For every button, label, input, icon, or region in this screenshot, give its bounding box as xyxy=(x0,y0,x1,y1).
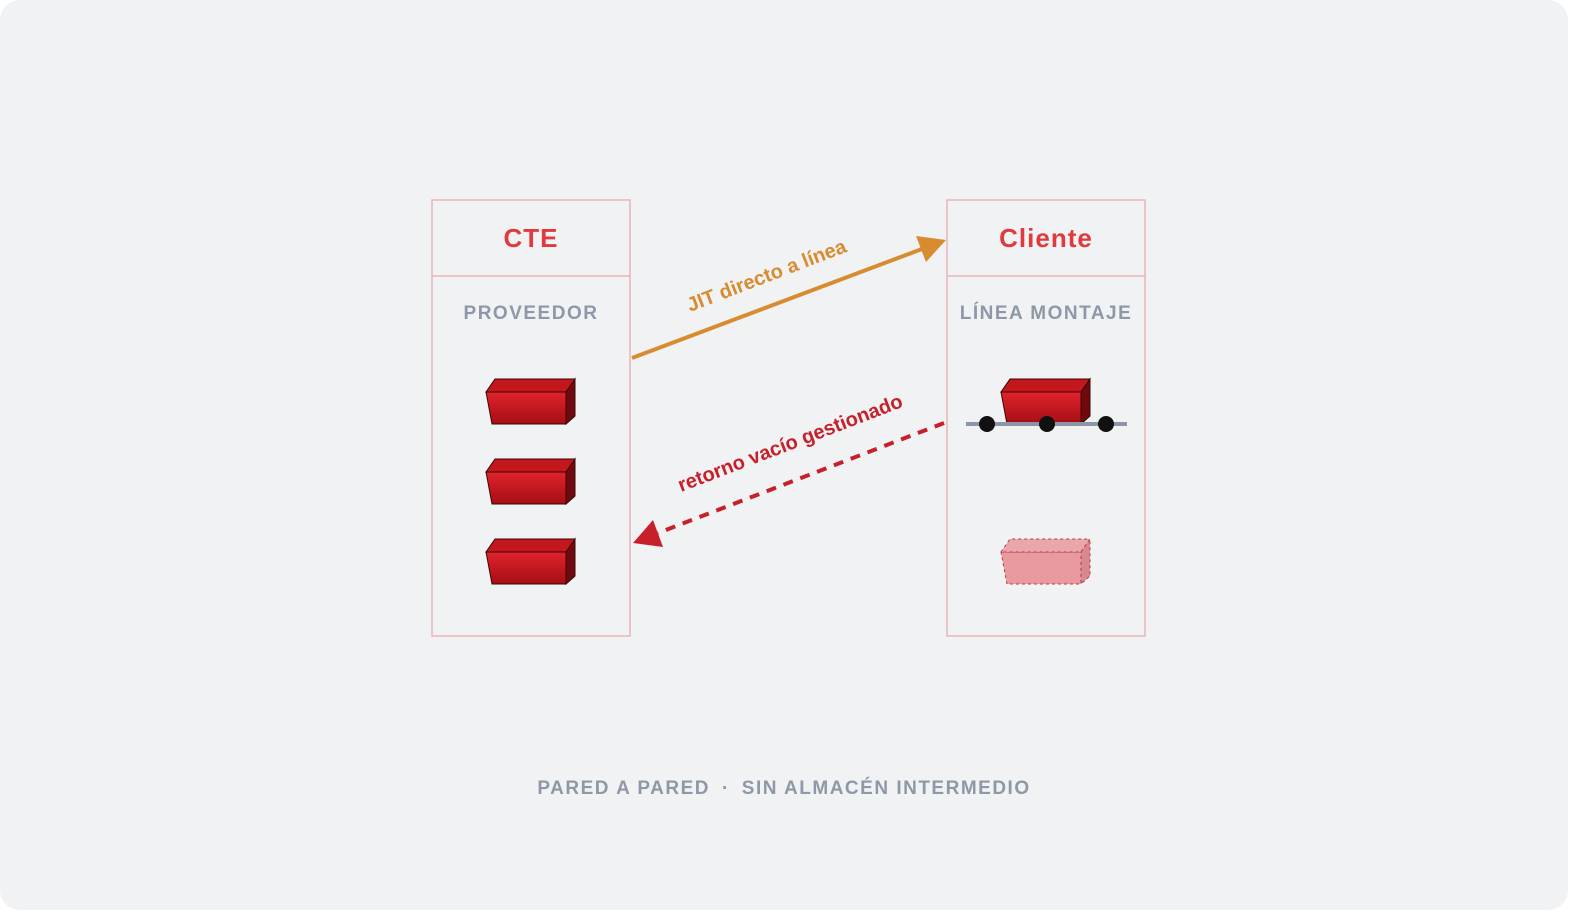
left-panel-subtitle: PROVEEDOR xyxy=(464,303,599,324)
conveyor-icon xyxy=(966,377,1127,432)
left-panel-frame xyxy=(431,199,631,637)
right-panel: Cliente LÍNEA MONTAJE xyxy=(946,199,1146,637)
right-panel-subtitle: LÍNEA MONTAJE xyxy=(960,302,1133,324)
empty-bin-icon xyxy=(1000,537,1091,586)
jit-arrow-head xyxy=(916,236,946,262)
wheel-icon xyxy=(1098,416,1114,432)
jit-arrow-line xyxy=(631,247,923,360)
footer-separator: · xyxy=(721,778,730,799)
right-panel-frame xyxy=(946,199,1146,637)
return-arrow-line xyxy=(657,421,945,535)
left-panel: CTE PROVEEDOR xyxy=(431,199,631,637)
return-arrow: retorno vacío gestionado xyxy=(633,391,945,547)
bin-icon xyxy=(485,457,576,506)
jit-arrow-label: JIT directo a línea xyxy=(684,235,850,316)
return-arrow-head xyxy=(633,520,663,547)
wheel-icon xyxy=(979,416,995,432)
left-panel-title: CTE xyxy=(504,223,559,253)
footer-left: PARED A PARED xyxy=(537,778,710,799)
right-panel-title: Cliente xyxy=(999,223,1093,253)
jit-arrow: JIT directo a línea xyxy=(631,235,946,360)
wheel-icon xyxy=(1039,416,1055,432)
bin-icon xyxy=(485,377,576,426)
bin-icon xyxy=(1000,377,1091,426)
footer-caption: PARED A PARED · SIN ALMACÉN INTERMEDIO xyxy=(0,778,1568,800)
bin-icon xyxy=(485,537,576,586)
footer-right: SIN ALMACÉN INTERMEDIO xyxy=(741,778,1031,799)
